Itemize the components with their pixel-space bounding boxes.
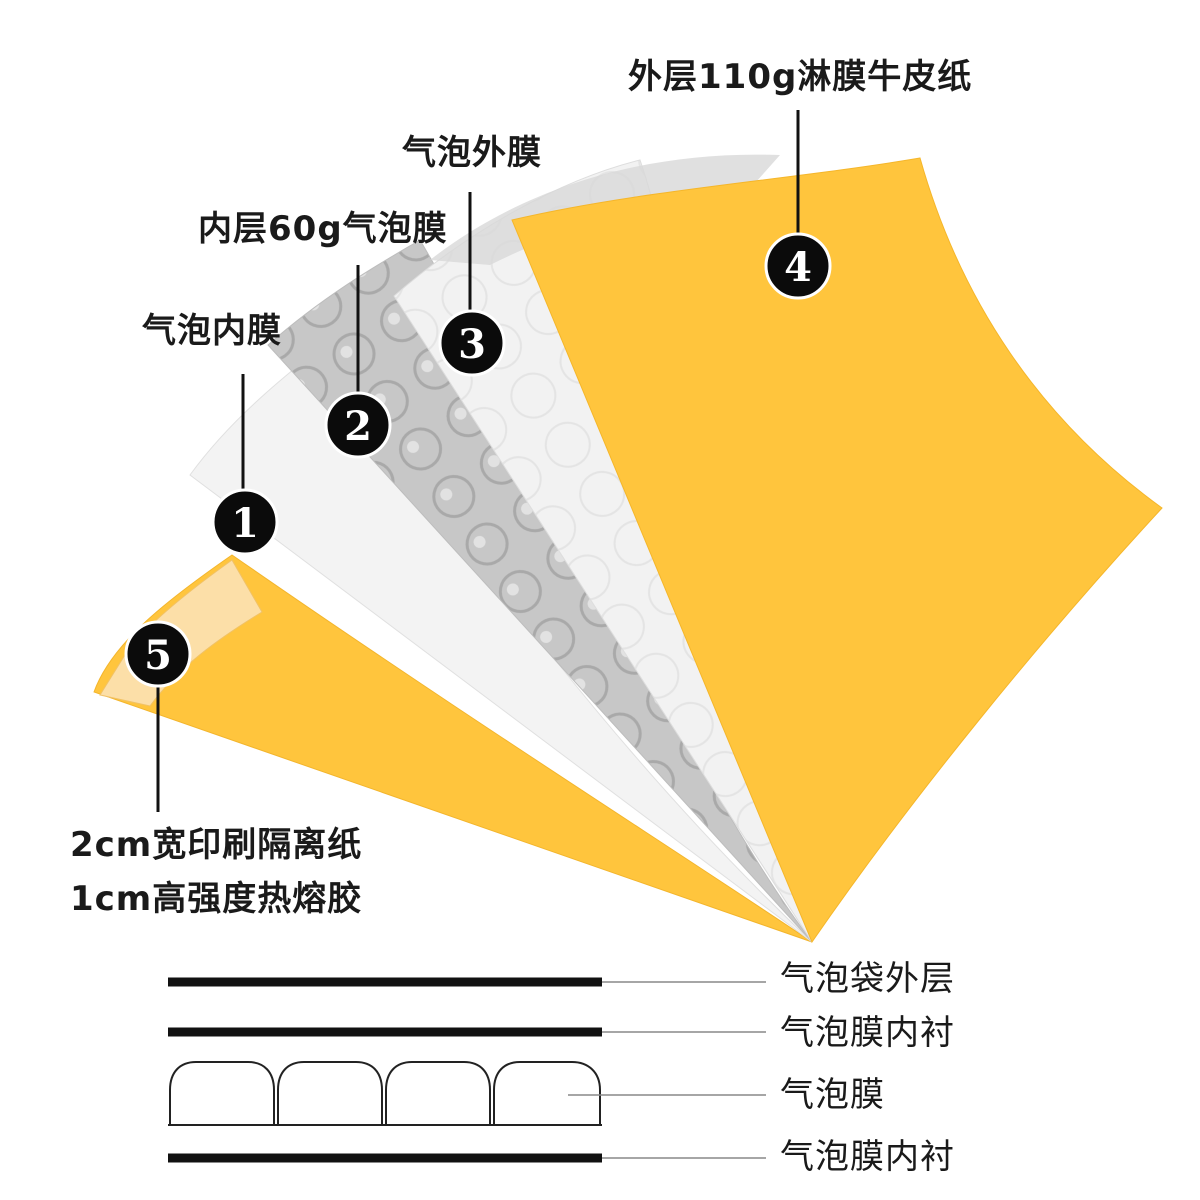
svg-text:4: 4 (784, 244, 812, 291)
badge-1: 1 (211, 488, 279, 556)
label-layer-5-line-1: 2cm宽印刷隔离纸 (70, 825, 363, 865)
label-layer-1: 气泡内膜 (142, 311, 282, 351)
badge-4: 4 (764, 232, 832, 300)
label-layer-2: 内层60g气泡膜 (198, 209, 448, 249)
svg-text:5: 5 (144, 632, 172, 679)
cs-label-liner-1: 气泡膜内衬 (780, 1013, 955, 1053)
badge-5: 5 (124, 620, 192, 688)
badge-2: 2 (324, 391, 392, 459)
cs-bubbles (168, 1061, 602, 1126)
cross-section (168, 977, 766, 1163)
svg-text:3: 3 (458, 321, 486, 368)
label-layer-4: 外层110g淋膜牛皮纸 (628, 57, 973, 97)
svg-text:2: 2 (344, 403, 372, 450)
sheet-kraft-top (511, 157, 1163, 944)
cs-label-bubble: 气泡膜 (780, 1075, 885, 1115)
label-layer-3: 气泡外膜 (402, 133, 542, 173)
badge-3: 3 (438, 309, 506, 377)
svg-text:1: 1 (231, 500, 259, 547)
cs-label-liner-2: 气泡膜内衬 (780, 1137, 955, 1177)
cs-label-outer: 气泡袋外层 (780, 959, 955, 999)
label-layer-5-line-2: 1cm高强度热熔胶 (70, 879, 363, 919)
